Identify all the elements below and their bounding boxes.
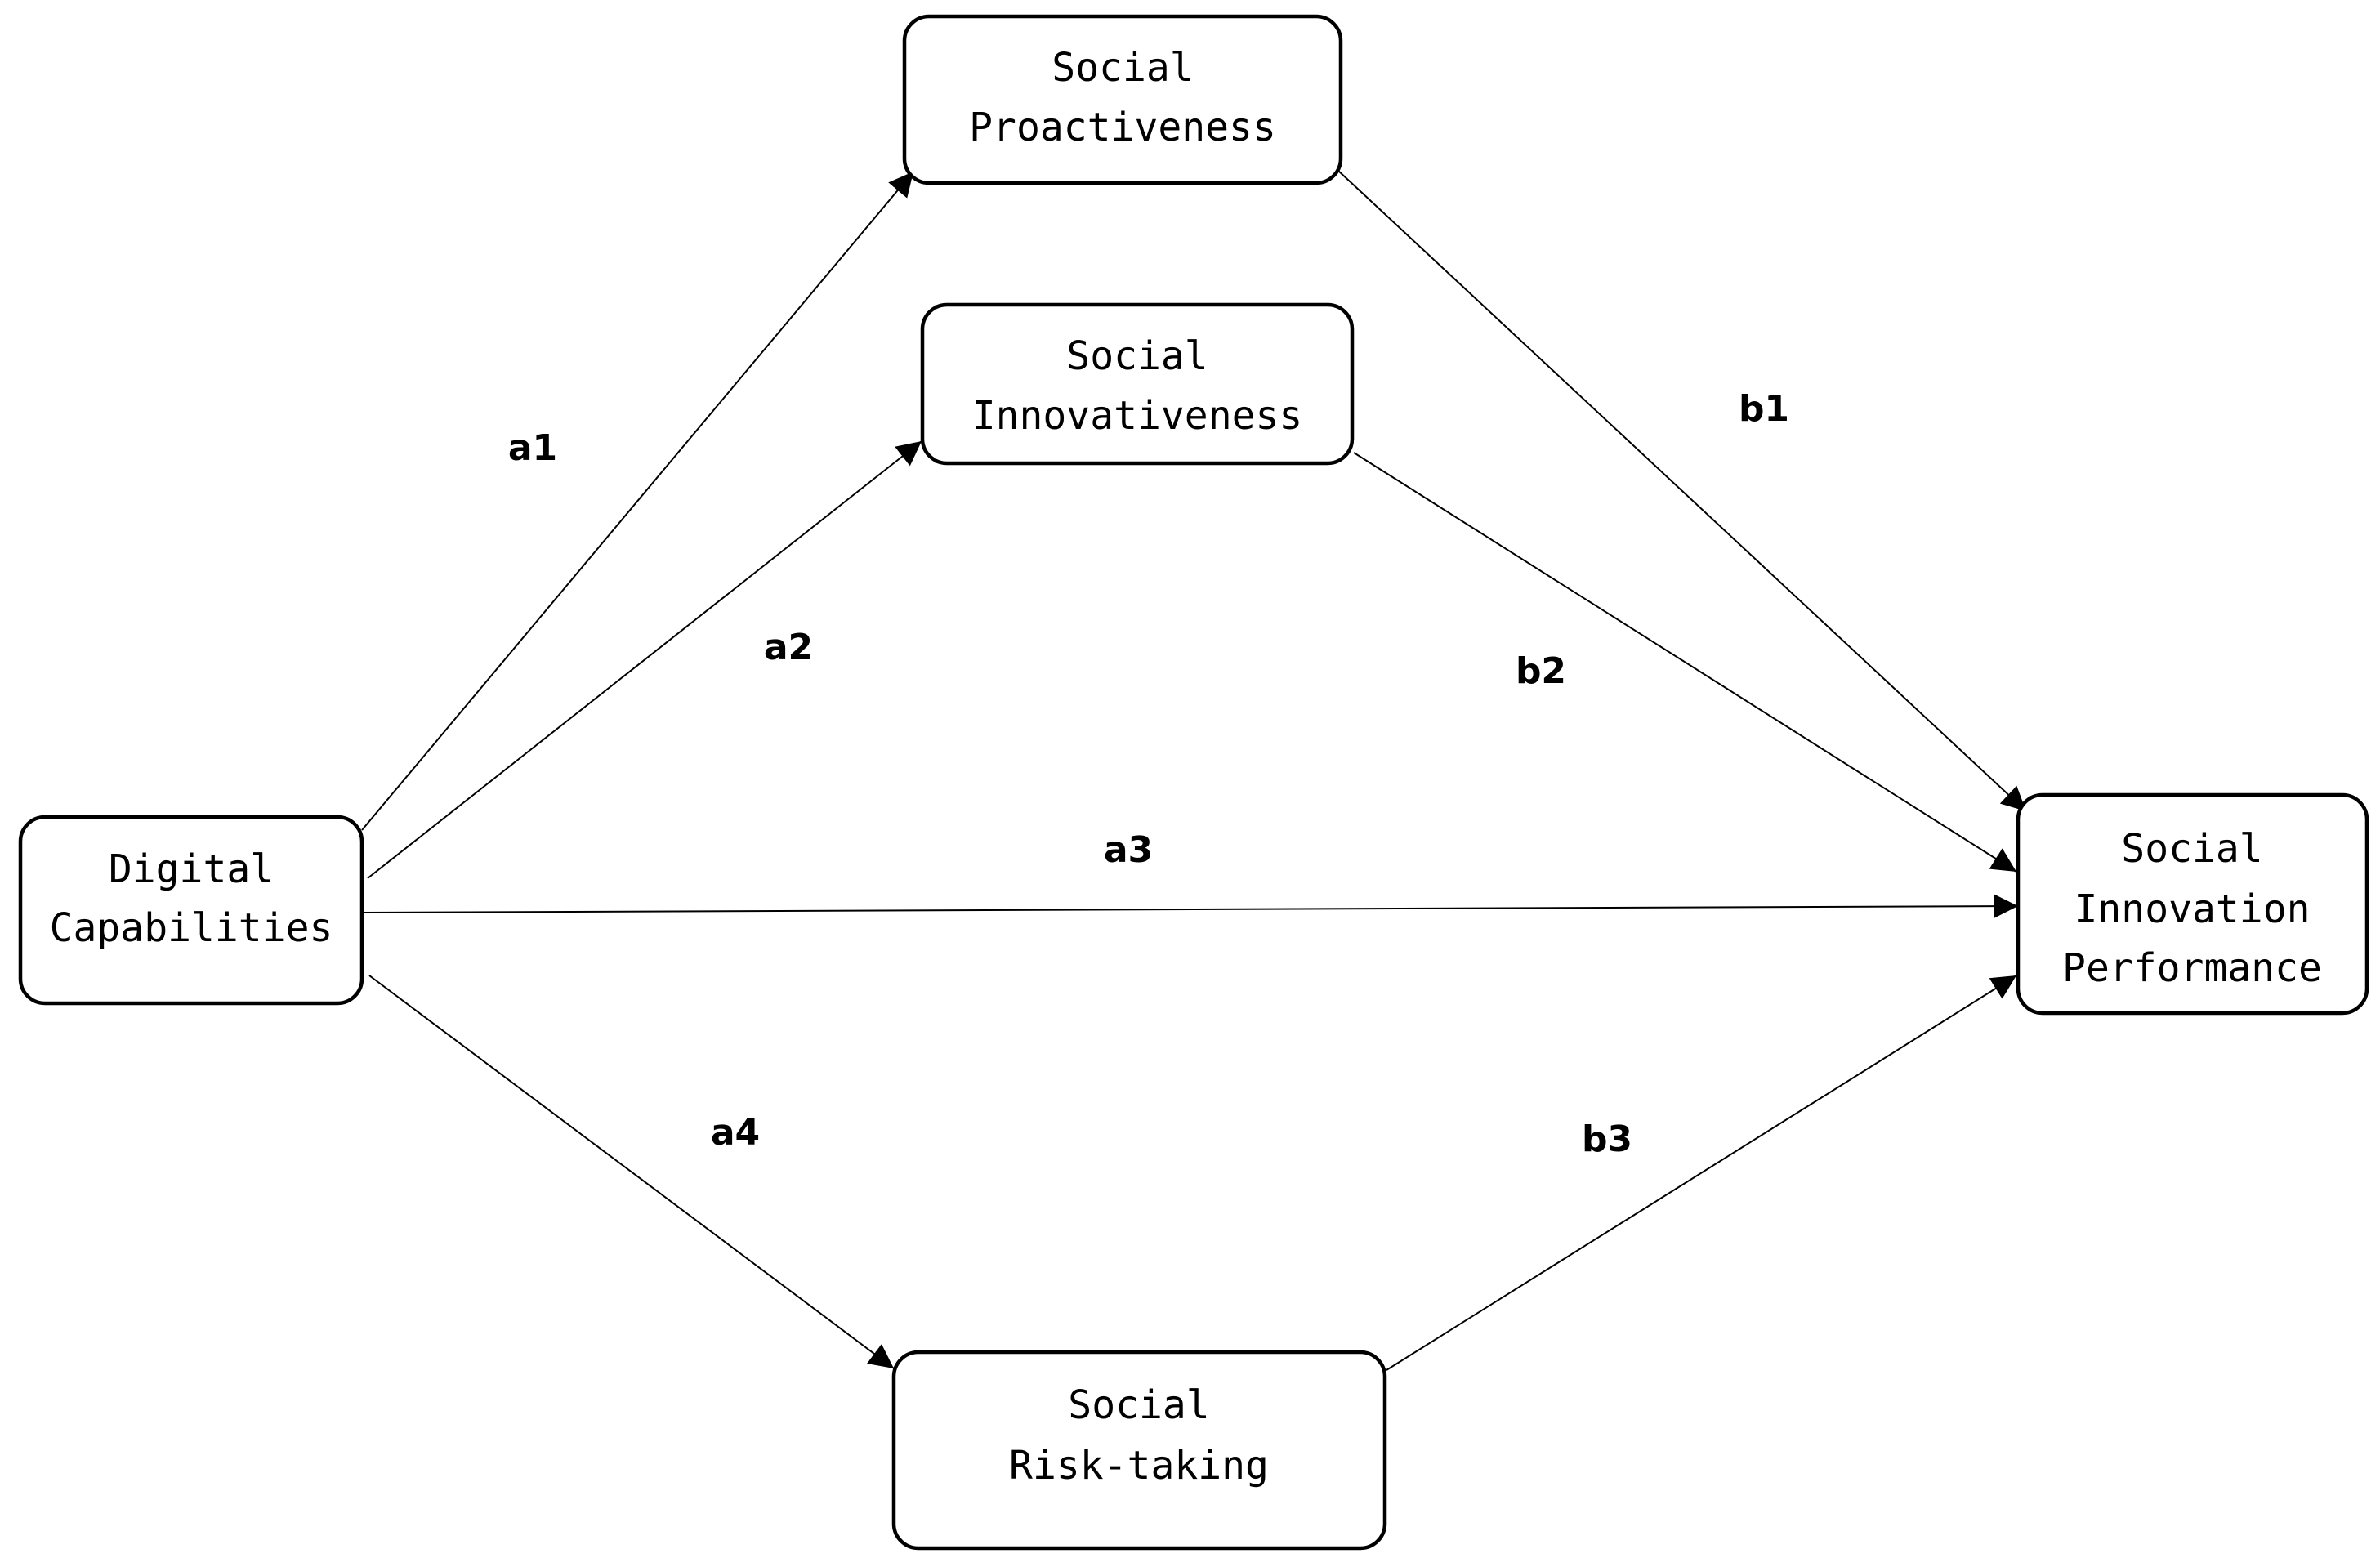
- edge-label-b2: b2: [1516, 650, 1566, 692]
- arrow-a3: [361, 894, 2019, 919]
- edge-label-a3: a3: [1104, 829, 1153, 871]
- arrow-a4: [368, 975, 895, 1369]
- node-social-innovativeness-line-2: Innovativeness: [972, 393, 1303, 439]
- node-social-innovation-performance-line-3: Performance: [2062, 945, 2322, 991]
- edge-label-b1: b1: [1739, 388, 1789, 430]
- edge-label-a1: a1: [508, 427, 557, 469]
- edge-label-b3: b3: [1582, 1118, 1632, 1160]
- edge-b2: [1353, 452, 2017, 873]
- arrow-a2: [367, 440, 922, 879]
- arrow-b1: [1337, 169, 2027, 812]
- arrow-a1: [361, 171, 914, 831]
- edge-a4: [368, 975, 895, 1369]
- node-social-innovation-performance: Social Innovation Performance: [2016, 792, 2369, 1016]
- node-social-proactiveness-line-1: Social: [1052, 45, 1193, 91]
- edge-b3: [1386, 975, 2017, 1371]
- node-social-innovation-performance-line-1: Social: [2121, 826, 2262, 872]
- node-social-innovation-performance-line-2: Innovation: [2074, 886, 2311, 932]
- edge-b1: [1337, 169, 2027, 812]
- edge-a1: [361, 171, 914, 831]
- node-social-proactiveness-line-2: Proactiveness: [969, 105, 1276, 150]
- node-social-risk-taking-line-1: Social: [1068, 1382, 1209, 1428]
- node-digital-capabilities-line-1: Digital: [109, 846, 274, 892]
- edge-label-a2: a2: [764, 627, 813, 668]
- arrow-b3: [1386, 975, 2017, 1371]
- edge-a3: [361, 894, 2019, 919]
- node-digital-capabilities-line-2: Capabilities: [50, 905, 333, 951]
- arrow-b2: [1353, 452, 2017, 873]
- edge-label-a4: a4: [711, 1112, 760, 1154]
- node-social-innovativeness: Social Innovativeness: [920, 302, 1355, 466]
- node-social-risk-taking: Social Risk-taking: [891, 1350, 1387, 1551]
- node-social-risk-taking-line-2: Risk-taking: [1009, 1443, 1269, 1489]
- node-digital-capabilities: Digital Capabilities: [18, 815, 364, 1006]
- node-social-proactiveness: Social Proactiveness: [902, 14, 1343, 185]
- edge-a2: [367, 440, 922, 879]
- node-social-innovativeness-line-1: Social: [1066, 333, 1208, 379]
